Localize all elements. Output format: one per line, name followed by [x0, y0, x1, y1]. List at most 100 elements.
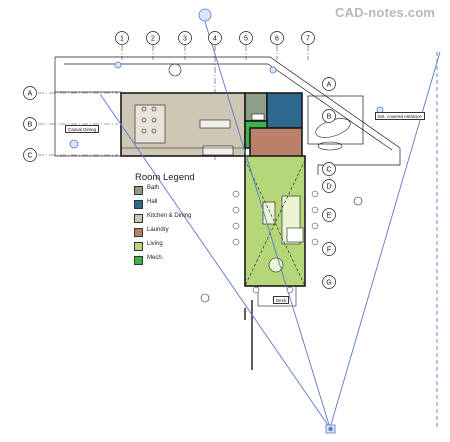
grid-bubble-label: D: [326, 184, 331, 191]
grid-bubble-column-3: 3: [178, 31, 192, 45]
legend-label: Hall: [147, 199, 158, 205]
grid-bubble-right-C: C: [322, 162, 336, 176]
round-table: [268, 257, 284, 273]
grid-bubble-row-B: B: [23, 117, 37, 131]
section-head-icon: [198, 8, 212, 22]
room-tag-deck: Deck: [273, 296, 290, 304]
armchair: [286, 227, 304, 243]
grid-bubble-row-A: A: [23, 86, 37, 100]
section-target: [353, 196, 363, 206]
ceiling-line: [244, 159, 306, 287]
grid-bubble-label: E: [327, 213, 332, 220]
grid-bubble-column-6: 6: [270, 31, 284, 45]
kitchen-counter: [202, 145, 234, 156]
chair: [151, 106, 157, 112]
grid-bubble-label: 1: [120, 36, 124, 43]
bathtub: [251, 113, 265, 121]
marker: [232, 222, 240, 230]
section-target: [200, 293, 210, 303]
room-laundry: [249, 127, 303, 159]
kitchen-island: [199, 119, 231, 129]
grid-bubble-label: C: [27, 153, 32, 160]
legend-swatch: [134, 200, 143, 209]
grid-bubble-label: G: [326, 280, 331, 287]
legend-swatch: [134, 214, 143, 223]
coffee-table: [262, 201, 276, 225]
grid-bubble-row-C: C: [23, 148, 37, 162]
chair: [141, 128, 147, 134]
grid-bubbles: 1 2 3 4 5 6 7A B C A B C D E F G: [23, 31, 336, 289]
marker: [311, 190, 319, 198]
camera-view-line: [201, 11, 331, 429]
legend-label: Kitchen & Dining: [147, 213, 192, 219]
roof-edge-top: [55, 56, 401, 175]
room-tag-casual-dining: Casual Dining: [65, 125, 100, 133]
marker: [252, 286, 260, 294]
chair: [141, 117, 147, 123]
grid-bubble-column-1: 1: [115, 31, 129, 45]
marker: [311, 238, 319, 246]
legend-swatch: [134, 228, 143, 237]
roof-edge-diagonal: [267, 63, 393, 151]
grid-bubble-label: 5: [244, 36, 248, 43]
camera-lens-icon: [328, 426, 333, 432]
car-bumper: [317, 141, 343, 151]
grid-bubble-label: B: [327, 114, 332, 121]
chair: [151, 117, 157, 123]
grid-bubble-column-5: 5: [239, 31, 253, 45]
grid-bubble-label: A: [327, 82, 332, 89]
grid-bubble-label: F: [327, 247, 331, 254]
marker: [232, 206, 240, 214]
roof-outline: [54, 56, 401, 175]
grid-bubble-label: 2: [151, 36, 155, 43]
legend-swatch: [134, 256, 143, 265]
grid-bubble-label: C: [326, 167, 331, 174]
grid-bubble-label: 4: [213, 36, 217, 43]
chair: [151, 128, 157, 134]
grid-bubble-label: B: [28, 122, 33, 129]
grid-bubble-label: 7: [306, 36, 310, 43]
camera-view-line: [329, 51, 441, 429]
grid-bubble-label: 3: [183, 36, 187, 43]
ceiling-line: [244, 159, 306, 287]
view-target-icon: [269, 66, 277, 74]
elevation-markers: [232, 190, 319, 294]
marker: [311, 222, 319, 230]
grid-bubble-right-F: F: [322, 242, 336, 256]
covered-entrance-area: [307, 95, 364, 145]
legend-label: Living: [147, 241, 163, 247]
marker: [232, 238, 240, 246]
grid-bubble-right-E: E: [322, 208, 336, 222]
dining-table: [134, 104, 166, 144]
grid-bubble-label: A: [28, 91, 33, 98]
view-target-icon: [114, 61, 122, 69]
view-target-icon: [69, 139, 79, 149]
room-hall: [266, 92, 303, 129]
room-tag-covered-entrance: Ext. covered entrance: [375, 112, 425, 120]
grid-bubble-right-G: G: [322, 275, 336, 289]
grid-bubble-label: 6: [275, 36, 279, 43]
legend-label: Mech.: [147, 255, 164, 261]
furniture-and-fixtures: [121, 104, 306, 370]
camera-view-line: [99, 93, 331, 429]
marker: [286, 286, 294, 294]
grid-bubble-right-A: A: [322, 77, 336, 91]
deck-outline: [257, 285, 297, 307]
marker: [311, 206, 319, 214]
site-watermark: CAD-notes.com: [335, 5, 436, 20]
grid-bubble-column-4: 4: [208, 31, 222, 45]
legend-swatch: [134, 186, 143, 195]
grid-bubble-column-2: 2: [146, 31, 160, 45]
grid-bubble-right-D: D: [322, 179, 336, 193]
legend-label: Bath: [147, 185, 160, 191]
legend-label: Laundry: [147, 227, 169, 233]
grid-bubble-column-7: 7: [301, 31, 315, 45]
camera-icons: [69, 8, 384, 434]
grid-bubble-right-B: B: [322, 109, 336, 123]
grid-lines-horizontal: [38, 92, 118, 156]
legend-title: Room Legend: [135, 172, 195, 183]
chair: [141, 106, 147, 112]
marker: [232, 190, 240, 198]
